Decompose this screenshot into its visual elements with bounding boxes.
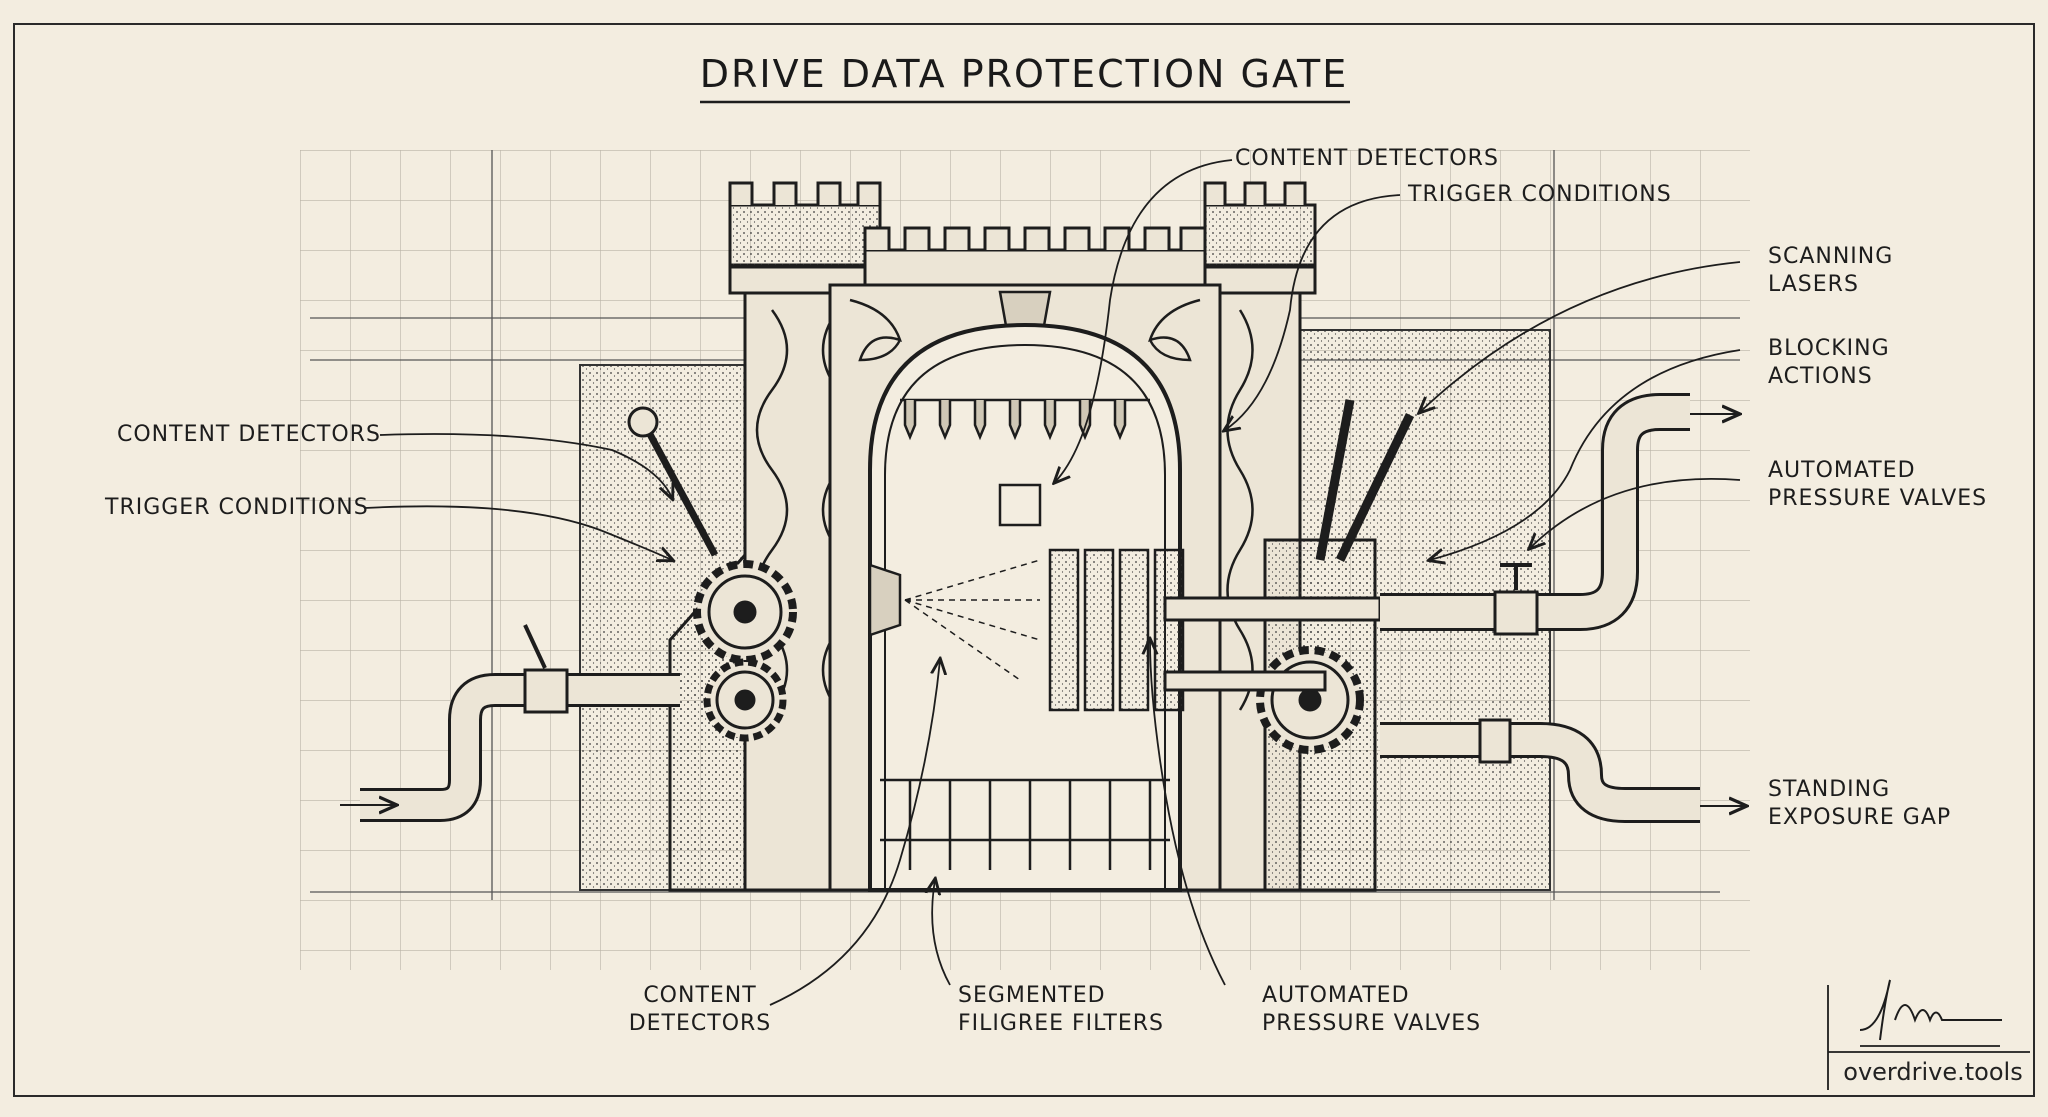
battlements <box>863 226 1207 292</box>
laser-lines <box>904 559 1041 681</box>
gear-left-upper <box>693 560 797 664</box>
label-scanning-lasers: SCANNING LASERS <box>1768 244 1894 297</box>
signature <box>1859 979 2002 1041</box>
portcullis-top <box>900 398 1150 441</box>
gear-left-lower <box>703 658 787 742</box>
piston-lower <box>1163 670 1327 692</box>
frame-border <box>13 23 2035 1097</box>
label-segmented-filigree-filters: SEGMENTED FILIGREE FILTERS <box>958 983 1164 1036</box>
label-left-trigger-conditions: TRIGGER CONDITIONS <box>105 495 369 520</box>
arch-opening <box>868 322 1182 892</box>
label-blocking-actions: BLOCKING ACTIONS <box>1768 336 1890 389</box>
piston-upper <box>1163 596 1382 622</box>
label-right-pressure-valves: AUTOMATED PRESSURE VALVES <box>1768 458 1988 511</box>
diagram-title: DRIVE DATA PROTECTION GATE <box>699 52 1349 96</box>
leader-lines <box>364 159 1741 1006</box>
lever-right-2 <box>1335 413 1415 562</box>
signature-block <box>1827 979 2030 1090</box>
filigree-left <box>849 298 902 362</box>
lever-left <box>641 423 719 557</box>
lever-right-1 <box>1315 399 1355 561</box>
label-bottom-content-detectors: CONTENT DETECTORS <box>628 983 772 1036</box>
label-top-content-detectors: CONTENT DETECTORS <box>1235 146 1499 171</box>
filigree-right <box>1148 298 1201 362</box>
gear-right <box>1256 646 1364 754</box>
sensor-left <box>868 563 902 637</box>
brand-watermark: overdrive.tools <box>1843 1058 2023 1086</box>
scanner-box <box>998 483 1042 527</box>
label-bottom-pressure-valves: AUTOMATED PRESSURE VALVES <box>1262 983 1482 1036</box>
label-left-content-detectors: CONTENT DETECTORS <box>117 422 381 447</box>
label-standing-exposure-gap: STANDING EXPOSURE GAP <box>1768 777 1952 830</box>
label-top-trigger-conditions: TRIGGER CONDITIONS <box>1408 182 1672 207</box>
